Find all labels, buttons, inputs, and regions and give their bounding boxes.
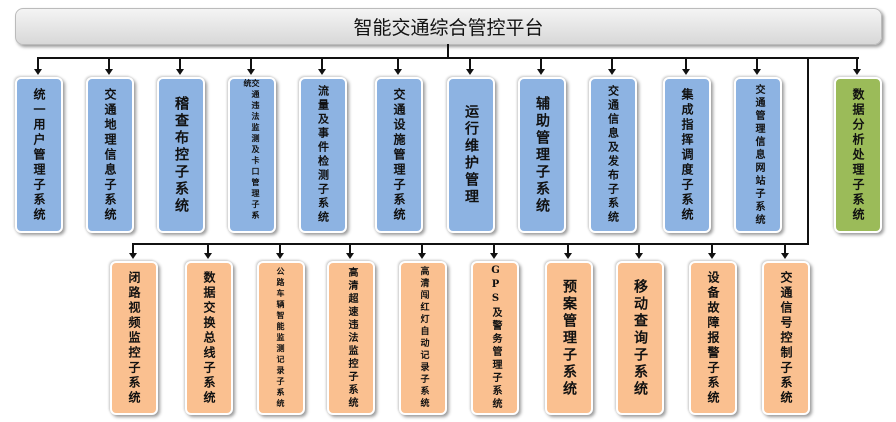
platform-title: 智能交通综合管控平台 [15, 8, 882, 45]
arrow-icon [318, 69, 326, 75]
arrow-icon [708, 253, 716, 259]
arrow-icon [753, 69, 761, 75]
arrow-icon [176, 69, 184, 75]
subsystem-box: 交通管理信息网站子系统 [734, 77, 782, 233]
subsystem-box: 流量及事件检测子系统 [299, 77, 347, 233]
subsystem-box: 交通违法监测及卡口管理子系统 [228, 77, 276, 233]
connector-line [611, 58, 613, 70]
subsystem-box: 公路车辆智能监测记录子系统 [257, 261, 305, 415]
connector-line [784, 244, 786, 254]
subsystem-box: 辅助管理子系统 [518, 77, 566, 233]
connector-line [493, 244, 495, 254]
connector-line [321, 58, 323, 70]
connector-line [756, 58, 758, 70]
arrow-icon [466, 69, 474, 75]
connector-line [250, 58, 252, 70]
subsystem-box: 高清闯红灯自动记录子系统 [399, 261, 447, 415]
connector-line [807, 57, 809, 245]
arrow-icon [346, 253, 354, 259]
connector-line [108, 58, 110, 70]
subsystem-box: GPS及警务管理子系统 [471, 261, 519, 415]
arrow-icon [34, 69, 42, 75]
subsystem-box: 稽查布控子系统 [157, 77, 205, 233]
subsystem-box: 设备故障报警子系统 [689, 261, 737, 415]
subsystem-box: 统一用户管理子系统 [15, 77, 63, 233]
arrow-icon [490, 253, 498, 259]
arrow-icon [105, 69, 113, 75]
subsystem-box: 运行维护管理 [447, 77, 495, 233]
subsystem-box: 高清超速违法监控子系统 [327, 261, 375, 415]
connector-line [856, 58, 858, 70]
connector-line [37, 58, 39, 70]
connector-line [349, 244, 351, 254]
connector-line [638, 244, 640, 254]
connector-line [469, 58, 471, 70]
arrow-icon [276, 253, 284, 259]
arrow-icon [418, 253, 426, 259]
subsystem-box: 闭路视频监控子系统 [110, 261, 158, 415]
subsystem-box: 交通设施管理子系统 [375, 77, 423, 233]
subsystem-box: 交通地理信息子系统 [86, 77, 134, 233]
connector-line [397, 58, 399, 70]
subsystem-box: 数据交换总线子系统 [185, 261, 233, 415]
connector-line [447, 44, 449, 58]
connector-line [132, 243, 809, 245]
connector-line [179, 58, 181, 70]
arrow-icon [204, 253, 212, 259]
arrow-icon [129, 253, 137, 259]
connector-line [37, 57, 859, 59]
analysis-subsystem-box: 数据分析处理子系统 [834, 77, 882, 233]
arrow-icon [608, 69, 616, 75]
subsystem-box: 预案管理子系统 [545, 261, 593, 415]
arrow-icon [853, 69, 861, 75]
subsystem-box: 移动查询子系统 [616, 261, 664, 415]
subsystem-box: 交通信息及发布子系统 [589, 77, 637, 233]
arrow-icon [682, 69, 690, 75]
arrow-icon [247, 69, 255, 75]
connector-line [711, 244, 713, 254]
arrow-icon [635, 253, 643, 259]
arrow-icon [394, 69, 402, 75]
arrow-icon [564, 253, 572, 259]
arrow-icon [781, 253, 789, 259]
subsystem-box: 交通信号控制子系统 [762, 261, 810, 415]
connector-line [279, 244, 281, 254]
connector-line [421, 244, 423, 254]
connector-line [685, 58, 687, 70]
subsystem-box: 集成指挥调度子系统 [663, 77, 711, 233]
arrow-icon [537, 69, 545, 75]
connector-line [540, 58, 542, 70]
connector-line [567, 244, 569, 254]
connector-line [207, 244, 209, 254]
connector-line [132, 244, 134, 254]
